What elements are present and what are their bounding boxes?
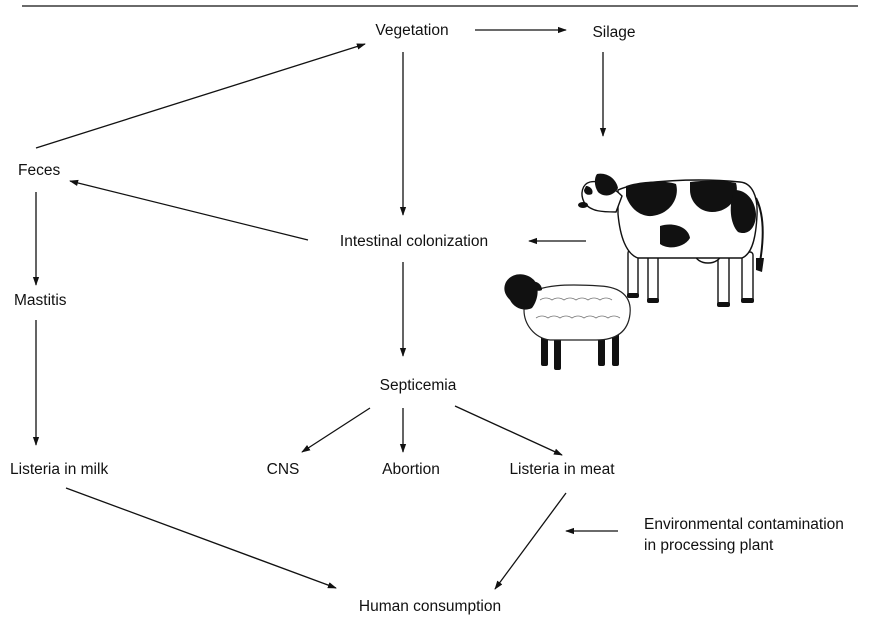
arrow-intestinal-to-feces <box>69 179 309 241</box>
node-listeria-in-milk: Listeria in milk <box>10 461 108 478</box>
node-feces: Feces <box>18 162 60 179</box>
node-human-consumption: Human consumption <box>359 598 501 615</box>
arrow-septicemia-to-meat <box>454 405 563 456</box>
arrow-milk-to-human <box>65 487 337 589</box>
node-intestinal-colonization: Intestinal colonization <box>340 233 488 250</box>
arrow-feces-to-vegetation <box>35 43 366 149</box>
sheep-illustration <box>504 274 631 370</box>
node-vegetation: Vegetation <box>375 22 448 39</box>
node-mastitis: Mastitis <box>14 292 67 309</box>
cow-illustration <box>578 173 764 307</box>
node-listeria-in-meat: Listeria in meat <box>509 461 615 478</box>
node-environmental-contamination-line1: Environmental contamination <box>644 516 844 533</box>
arrow-septicemia-to-cns <box>301 407 371 453</box>
node-silage: Silage <box>592 24 635 41</box>
node-abortion: Abortion <box>382 461 440 478</box>
node-environmental-contamination-line2: in processing plant <box>644 537 774 554</box>
node-cns: CNS <box>267 461 300 478</box>
node-septicemia: Septicemia <box>380 377 457 394</box>
arrow-meat-to-human <box>494 492 567 590</box>
